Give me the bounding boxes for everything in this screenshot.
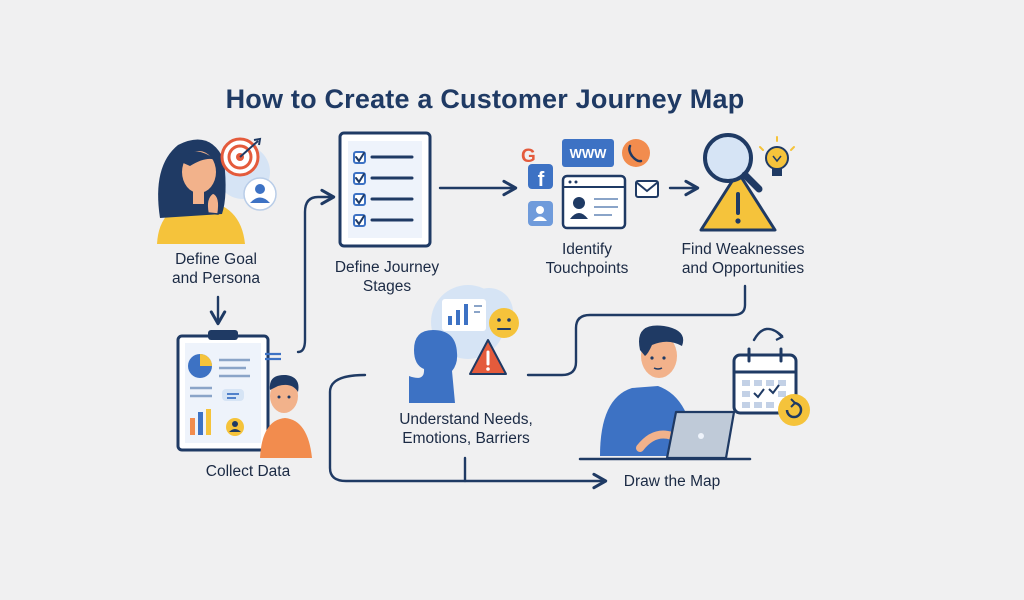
step-label-journey-stages: Define Journey Stages (312, 258, 462, 296)
step-label-collect-data: Collect Data (178, 462, 318, 481)
user-badge-icon (243, 177, 277, 211)
step-label-define-goal: Define Goal and Persona (146, 250, 286, 288)
facebook-icon: f (528, 164, 553, 191)
calendar-icon (732, 327, 810, 426)
google-letter: G (521, 146, 536, 167)
report-clipboard-icon (176, 330, 281, 452)
facebook-letter: f (538, 169, 545, 191)
step-label-line: Define Goal (175, 251, 257, 268)
step-label-line: Stages (362, 278, 412, 295)
page-title: How to Create a Customer Journey Map (225, 84, 745, 114)
warning-icon (699, 170, 777, 232)
step-label-line: Find Weaknesses (681, 241, 805, 258)
boy-icon (260, 374, 312, 458)
step-label-draw-map: Draw the Map (606, 472, 738, 491)
head-silhouette-icon (409, 330, 458, 403)
step-label-line: and Opportunities (681, 260, 805, 277)
web-icon: WWW (562, 139, 614, 167)
checklist-clipboard-icon (338, 131, 432, 248)
step-label-line: and Persona (172, 270, 260, 287)
thought-chart-icon (442, 299, 486, 331)
neutral-face-icon (489, 308, 519, 338)
step-label-line: Define Journey (334, 259, 440, 276)
arrow-collect-to-stages (296, 188, 336, 354)
web-icon-text: WWW (570, 146, 608, 161)
man-laptop-icon (578, 325, 752, 461)
step-label-line: Touchpoints (545, 260, 629, 277)
profile-window-icon (561, 174, 627, 230)
step-label-line: Collect Data (205, 463, 291, 480)
step-label-line: Understand Needs, (399, 411, 533, 428)
step-label-understand-needs: Understand Needs, Emotions, Barriers (378, 410, 554, 448)
arrow-to-draw-map (328, 373, 608, 490)
lightbulb-icon (759, 136, 795, 176)
magnifier-icon (703, 133, 763, 193)
google-icon: G (521, 146, 536, 167)
flow-connectors (209, 179, 747, 490)
step-label-line: Emotions, Barriers (402, 430, 530, 447)
arrow-weaknesses-to-needs (526, 284, 747, 377)
step-label-line: Draw the Map (623, 473, 721, 490)
target-icon (220, 137, 262, 177)
step-label-line: Identify (562, 241, 612, 258)
warning-small-icon (469, 339, 507, 375)
phone-icon (622, 139, 650, 167)
mail-icon (635, 180, 659, 198)
step-label-touchpoints: Identify Touchpoints (522, 240, 652, 278)
step-label-weaknesses: Find Weaknesses and Opportunities (662, 240, 824, 278)
person-tile-icon (528, 201, 553, 226)
